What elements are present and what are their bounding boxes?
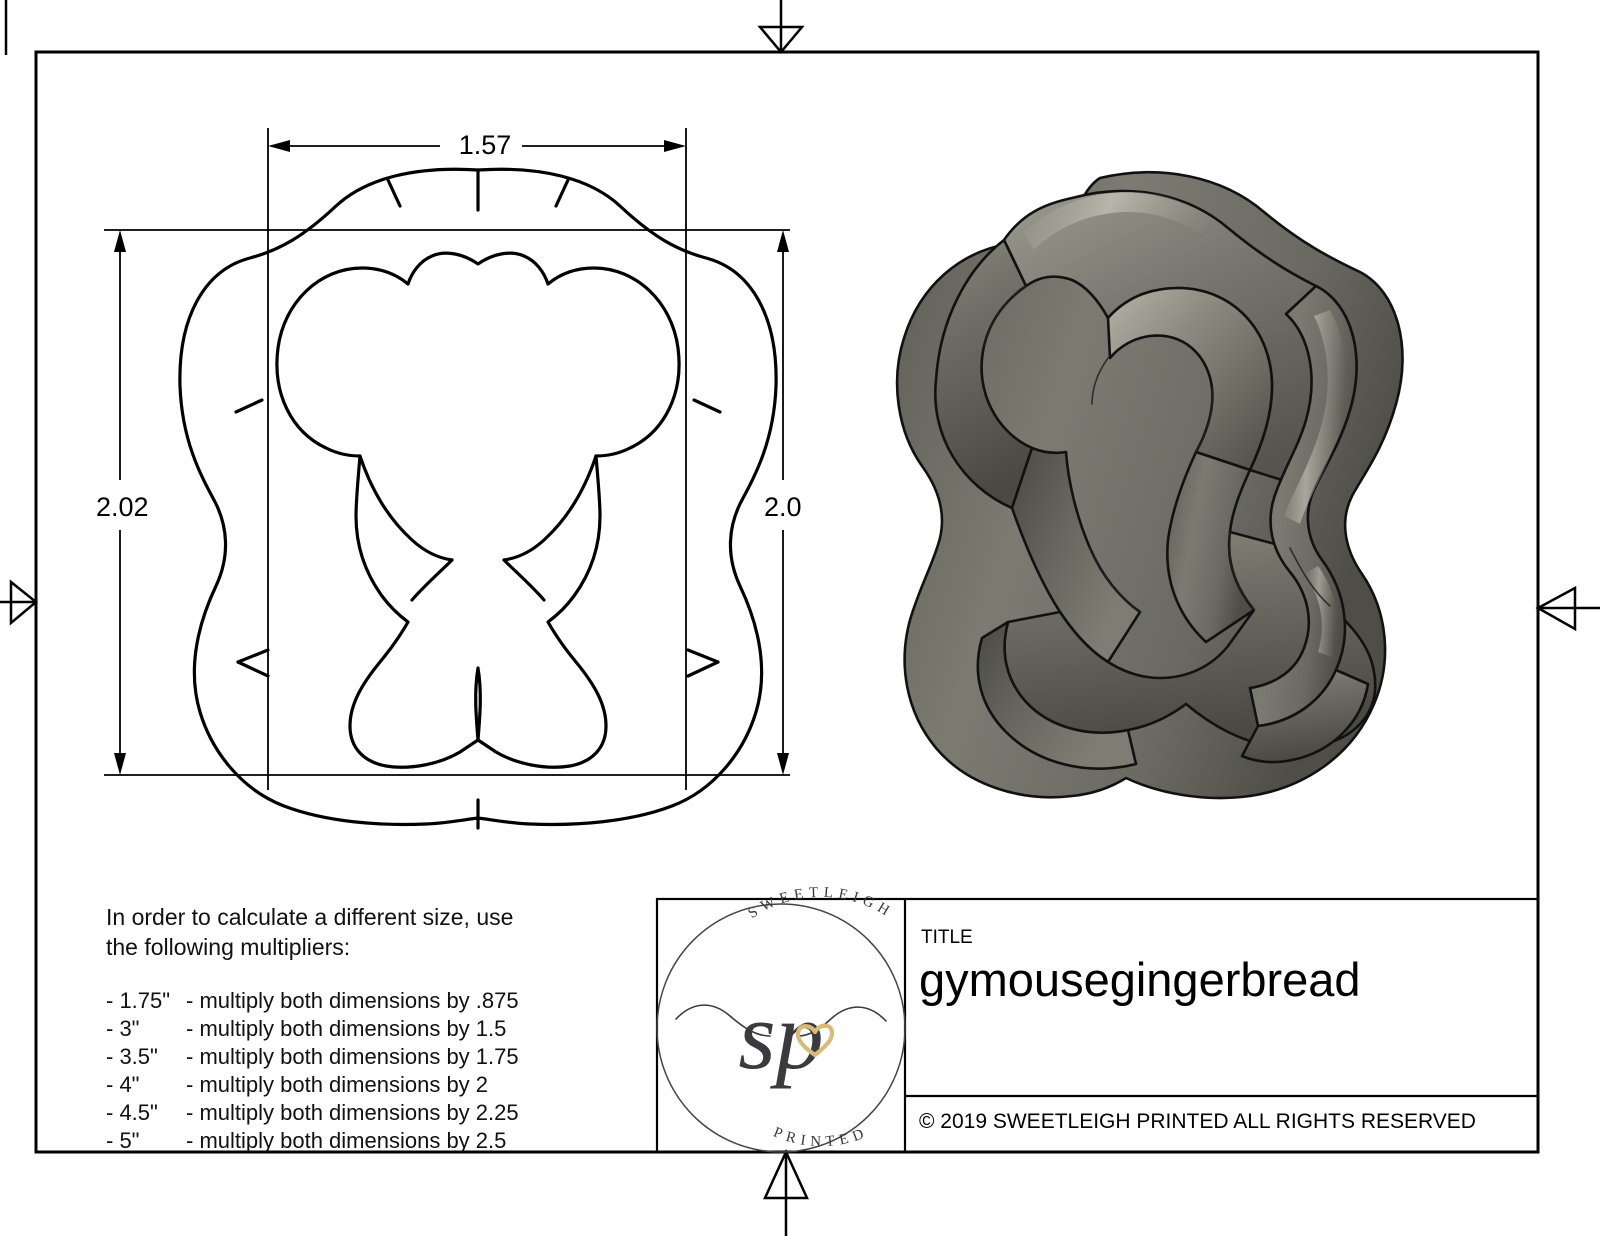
model-right-foot	[1240, 668, 1370, 764]
copyright-notice: © 2019 SWEETLEIGH PRINTED ALL RIGHTS RES…	[919, 1110, 1476, 1133]
multiplier-size-1: - 3"	[106, 1016, 139, 1041]
logo-swash-right	[797, 1006, 887, 1037]
logo-heart-icon	[795, 1023, 835, 1058]
logo-monogram: sp	[738, 982, 823, 1089]
scallop-tick-top-right	[554, 178, 570, 208]
multiplier-text-5: - multiply both dimensions by 2.5	[186, 1128, 506, 1153]
scallop-tick-top-left	[386, 178, 402, 208]
multiplier-text-3: - multiply both dimensions by 2	[186, 1072, 488, 1097]
scallop-tick-right-upper	[692, 398, 722, 414]
notes-intro-line-1: In order to calculate a different size, …	[106, 904, 513, 930]
inner-detail-left-leg	[410, 558, 454, 602]
dimension-height-left-label: 2.02	[96, 492, 149, 522]
inner-detail-right-leg	[502, 558, 546, 602]
notes-intro-line-2: the following multipliers:	[106, 934, 350, 960]
inner-detail-center-notch	[474, 666, 482, 742]
dimension-width-label: 1.57	[459, 130, 512, 160]
logo-top-arc-text: SWEETLEIGH	[746, 885, 897, 922]
logo-swash-left	[675, 1004, 771, 1037]
registration-mark-bottom	[763, 1148, 809, 1236]
scallop-tick-left-upper	[234, 398, 264, 414]
model-rib-middle	[1166, 450, 1256, 644]
model-highlight-right	[1284, 310, 1348, 524]
registration-mark-left	[0, 579, 38, 626]
title-label: TITLE	[921, 927, 973, 948]
scallop-tick-right-mid-a	[686, 648, 720, 664]
model-left-foot	[976, 620, 1138, 770]
inner-detail-right-arm	[502, 454, 598, 562]
multiplier-size-3: - 4"	[106, 1072, 139, 1097]
logo-outer-circle	[656, 903, 906, 1153]
model-highlight-lower	[1304, 566, 1339, 658]
multiplier-size-5: - 5"	[106, 1128, 139, 1153]
dimension-height-right-label: 2.0	[764, 492, 802, 522]
multiplier-size-4: - 4.5"	[106, 1100, 158, 1125]
registration-mark-top	[757, 0, 805, 54]
sweetleigh-logo: SWEETLEIGH PRINTED sp	[656, 885, 906, 1153]
scallop-tick-right-mid-b	[686, 660, 720, 678]
model-seams	[983, 285, 1331, 613]
multiplier-text-2: - multiply both dimensions by 1.75	[186, 1044, 519, 1069]
multiplier-text-1: - multiply both dimensions by 1.5	[186, 1016, 506, 1041]
registration-mark-right	[1535, 585, 1600, 632]
cutter-2d-profile	[178, 167, 778, 830]
multiplier-text-4: - multiply both dimensions by 2.25	[186, 1100, 519, 1125]
multiplier-size-2: - 3.5"	[106, 1044, 158, 1069]
logo-bottom-arc-text: PRINTED	[771, 1124, 871, 1150]
multiplier-text-0: - multiply both dimensions by .875	[186, 988, 519, 1013]
scallop-tick-left-mid-a	[236, 648, 270, 664]
title-value: gymousegingerbread	[919, 953, 1361, 1006]
scallop-tick-left-mid-b	[236, 660, 270, 678]
multiplier-size-0: - 1.75"	[106, 988, 170, 1013]
dimension-lines	[104, 128, 790, 790]
inner-detail-left-arm	[358, 454, 454, 562]
model-highlight-upper	[1024, 192, 1224, 250]
